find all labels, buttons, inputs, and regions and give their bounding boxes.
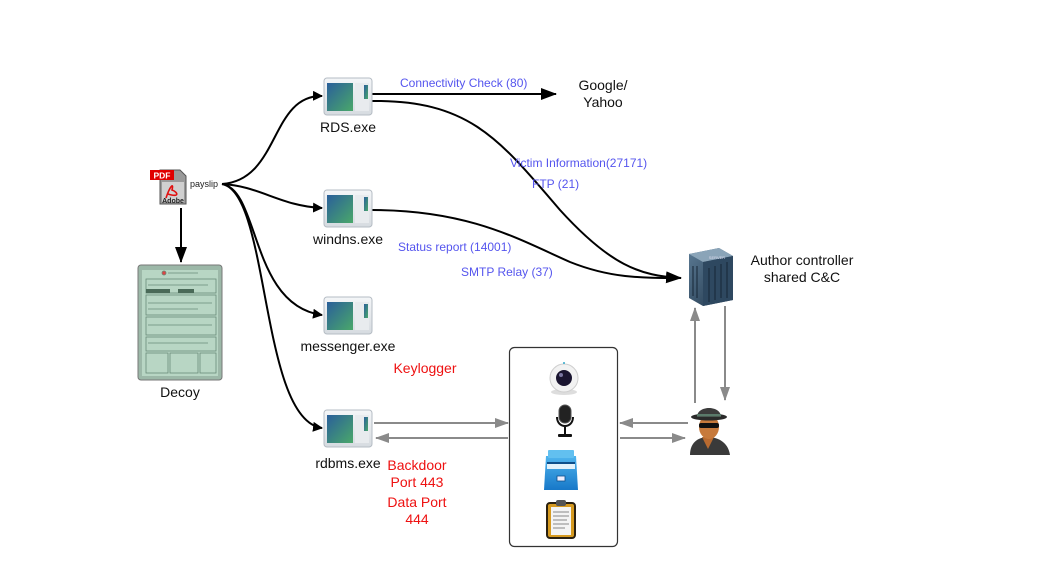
edge-label-smtp: SMTP Relay (37) <box>461 265 553 279</box>
process-icon-messenger[interactable] <box>323 296 373 335</box>
edge-payslip-rdbms <box>221 183 323 432</box>
svg-text:PDF: PDF <box>154 171 171 181</box>
dataport-label-line1: Data Port <box>387 494 447 510</box>
edge-payslip-messenger <box>221 183 323 319</box>
cnc-label-line1: Author controller <box>750 252 854 268</box>
process-icon-rdbms[interactable] <box>323 409 373 448</box>
cnc-label-line2: shared C&C <box>763 269 841 285</box>
capability-box <box>508 346 619 548</box>
pdf-icon[interactable]: PDF Adobe <box>150 169 187 205</box>
edge-payslip-rds <box>221 90 323 185</box>
backdoor-label-line1: Backdoor <box>387 457 447 473</box>
control-edges <box>374 306 730 443</box>
edge-label-ftp: FTP (21) <box>532 177 580 191</box>
edge-rds-cnc <box>371 99 682 284</box>
source-edges <box>175 90 323 432</box>
decoy-label: Decoy <box>160 384 200 400</box>
external-label: Google/ Yahoo <box>565 77 641 111</box>
process-icon-windns[interactable] <box>323 189 373 228</box>
dataport-label-line2: 444 <box>405 511 429 527</box>
external-label-line1: Google/ <box>578 77 628 93</box>
edge-label-connectivity: Connectivity Check (80) <box>400 76 528 90</box>
hacker-icon[interactable] <box>690 408 730 455</box>
backdoor-label: Backdoor Port 443 <box>378 457 456 491</box>
dataport-label: Data Port 444 <box>378 494 456 528</box>
webcam-icon[interactable] <box>549 362 579 395</box>
edge-windns-cnc <box>371 209 682 279</box>
document-scan-icon[interactable] <box>137 264 223 381</box>
edge-label-victim-info: Victim Information(27171) <box>510 156 648 170</box>
process-label-messenger: messenger.exe <box>300 338 396 354</box>
server-icon[interactable]: SERVER <box>689 248 733 306</box>
edge-payslip-windns <box>221 183 323 213</box>
process-edges <box>371 88 682 284</box>
external-label-line2: Yahoo <box>583 94 623 110</box>
cnc-label: Author controller shared C&C <box>742 252 862 286</box>
process-label-rdbms: rdbms.exe <box>315 455 381 471</box>
process-label-rds: RDS.exe <box>319 119 377 135</box>
keylogger-label: Keylogger <box>393 360 457 376</box>
edge-label-status-report: Status report (14001) <box>398 240 512 254</box>
backdoor-label-line2: Port 443 <box>390 474 444 490</box>
clipboard-icon[interactable] <box>546 500 576 539</box>
process-icon-rds[interactable] <box>323 77 373 116</box>
svg-text:SERVER: SERVER <box>709 255 725 260</box>
microphone-icon[interactable] <box>556 404 574 437</box>
svg-text:Adobe: Adobe <box>162 198 184 205</box>
source-label: payslip <box>190 179 219 189</box>
file-cabinet-icon[interactable] <box>544 450 578 490</box>
process-label-windns: windns.exe <box>312 231 384 247</box>
